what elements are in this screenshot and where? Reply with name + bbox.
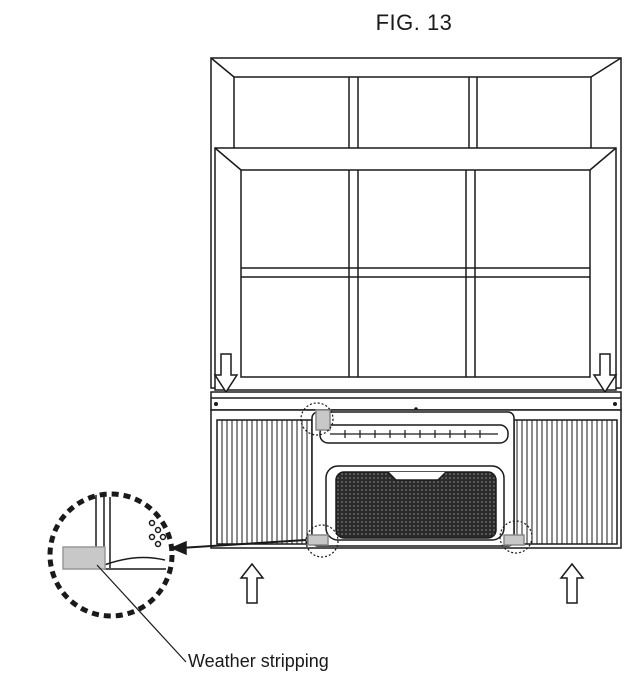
weather-stripping-label: Weather stripping xyxy=(188,651,329,671)
callout-leader-line xyxy=(96,564,187,663)
down-arrow-right-icon xyxy=(592,353,618,394)
intake-grille-mesh xyxy=(335,471,497,539)
weather-strip-bottom-left xyxy=(307,534,329,546)
leader-arrow-icon xyxy=(170,540,187,556)
weather-strip-bottom-right xyxy=(503,534,525,546)
figure-title: FIG. 13 xyxy=(375,10,453,35)
highlight-circle-top-left xyxy=(300,402,334,436)
weather-strip-detail xyxy=(62,546,106,570)
weather-stripping-zoom-detail xyxy=(47,491,175,619)
weather-strip-left xyxy=(315,409,331,431)
up-arrow-left-icon xyxy=(239,562,265,604)
vent-louvers xyxy=(330,430,498,438)
down-arrow-left-icon xyxy=(213,353,239,394)
left-accordion-panel xyxy=(216,419,313,545)
lower-window-sash xyxy=(214,147,617,391)
up-arrow-right-icon xyxy=(559,562,585,604)
right-accordion-panel xyxy=(513,419,618,545)
highlight-circle-bottom-right xyxy=(499,520,533,554)
